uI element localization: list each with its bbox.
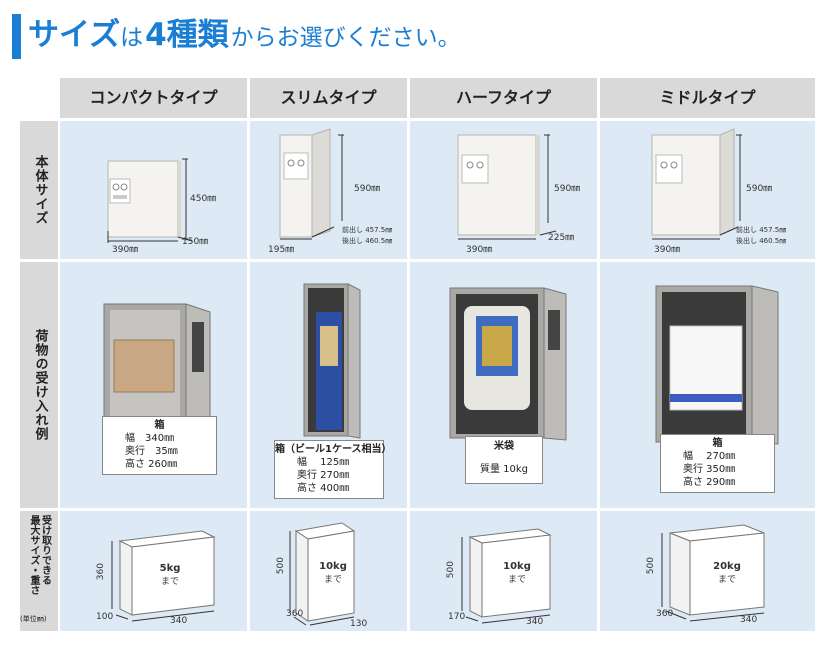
slim-example-line-2: 奥行 270㎜ — [297, 470, 350, 481]
title-part-choose: からお選びください。 — [230, 25, 461, 51]
half-max-w: 340 — [526, 617, 544, 627]
half-height-label: 590㎜ — [554, 184, 581, 194]
cell-body-middle: 590㎜ 390㎜ 前出し 457.5㎜ 後出し 460.5㎜ — [600, 121, 815, 259]
compact-example-line-1: 幅 340㎜ — [125, 433, 175, 444]
slim-example-box: 箱（ビール1ケース相当） 幅 125㎜ 奥行 270㎜ 高さ 400㎜ — [274, 440, 392, 499]
compact-body-illustration — [107, 158, 193, 243]
middle-height-label: 590㎜ — [746, 184, 773, 194]
middle-max-w: 340 — [740, 615, 758, 625]
compact-width-label: 390㎜ — [112, 245, 139, 255]
slim-open-box-illustration — [303, 283, 361, 439]
cell-example-middle: 箱 幅 270㎜ 奥行 350㎜ 高さ 290㎜ — [600, 262, 815, 508]
half-max-weight: 10kg — [503, 561, 531, 572]
cell-max-middle: 500 360 340 20kg まで — [600, 511, 815, 631]
compact-max-weight-suffix: まで — [160, 577, 179, 587]
middle-depth-front: 前出し 457.5㎜ — [736, 226, 787, 234]
slim-width-label: 195㎜ — [268, 245, 295, 255]
slim-body-illustration — [279, 128, 344, 240]
middle-open-box-illustration — [655, 285, 779, 445]
compact-height-label: 450㎜ — [190, 194, 217, 204]
row-head-max-text: 受け取りできる 最大サイズ・重さ — [28, 515, 51, 595]
middle-max-box-illustration — [661, 524, 765, 622]
row-head-max-line1: 受け取りできる — [39, 515, 51, 585]
row-head-body-size-text: 本体サイズ — [32, 155, 48, 225]
title-part-four-types: 4種類 — [145, 17, 229, 53]
middle-example-box: 箱 幅 270㎜ 奥行 350㎜ 高さ 290㎜ — [660, 434, 775, 493]
slim-example-line-3: 高さ 400㎜ — [297, 483, 350, 494]
half-example-box: 米袋 質量 10kg — [465, 436, 543, 484]
compact-example-line-2: 奥行 35㎜ — [125, 446, 178, 457]
row-head-examples-text: 荷物の受け入れ例 — [32, 329, 48, 441]
cell-body-half: 590㎜ 390㎜ 225㎜ — [410, 121, 597, 259]
compact-example-title: 箱 — [154, 420, 165, 431]
title-part-ha: は — [120, 25, 144, 51]
slim-max-h: 500 — [276, 557, 286, 575]
half-example-line-1: 質量 10kg — [479, 464, 529, 475]
slim-max-weight-suffix: まで — [323, 575, 342, 585]
middle-width-label: 390㎜ — [654, 245, 681, 255]
col-head-compact: コンパクトタイプ — [60, 78, 247, 118]
title-accent-bar — [12, 14, 21, 59]
compact-example-line-3: 高さ 260㎜ — [125, 459, 178, 470]
half-body-illustration — [457, 134, 557, 240]
half-example-title: 米袋 — [494, 441, 514, 452]
slim-example-title: 箱（ビール1ケース相当） — [275, 444, 392, 455]
row-head-max-line2: 最大サイズ・重さ — [28, 515, 39, 595]
cell-example-half: 米袋 質量 10kg — [410, 262, 597, 508]
slim-example-line-1: 幅 125㎜ — [297, 457, 350, 468]
page-title: サイズは4種類からお選びください。 — [28, 10, 461, 60]
cell-example-compact: 箱 幅 340㎜ 奥行 35㎜ 高さ 260㎜ — [60, 262, 247, 508]
col-head-middle: ミドルタイプ — [600, 78, 815, 118]
half-max-h: 500 — [446, 561, 456, 579]
middle-example-line-1: 幅 270㎜ — [683, 451, 736, 462]
slim-depth-front: 前出し 457.5㎜ — [342, 226, 393, 234]
middle-max-h: 500 — [646, 557, 656, 575]
compact-max-d: 100 — [96, 612, 114, 622]
middle-example-title: 箱 — [712, 438, 723, 449]
cell-example-slim: 箱（ビール1ケース相当） 幅 125㎜ 奥行 270㎜ 高さ 400㎜ — [250, 262, 407, 508]
row-head-max: 受け取りできる 最大サイズ・重さ — [20, 511, 58, 631]
middle-max-weight-suffix: まで — [717, 575, 736, 585]
cell-body-slim: 590㎜ 195㎜ 前出し 457.5㎜ 後出し 460.5㎜ — [250, 121, 407, 259]
half-width-label: 390㎜ — [466, 245, 493, 255]
col-head-slim: スリムタイプ — [250, 78, 407, 118]
half-depth-label: 225㎜ — [548, 233, 575, 243]
slim-depth-back: 後出し 460.5㎜ — [342, 237, 393, 245]
half-max-weight-suffix: まで — [507, 575, 526, 585]
row-head-body-size: 本体サイズ — [20, 121, 58, 259]
unit-note: (単位㎜) — [20, 615, 47, 623]
compact-max-h: 360 — [96, 563, 106, 581]
middle-example-line-3: 高さ 290㎜ — [683, 477, 736, 488]
slim-height-label: 590㎜ — [354, 184, 381, 194]
col-head-half: ハーフタイプ — [410, 78, 597, 118]
slim-max-box-illustration — [289, 522, 356, 626]
middle-max-d: 360 — [656, 609, 674, 619]
middle-depth-back: 後出し 460.5㎜ — [736, 237, 787, 245]
compact-depth-label: 150㎜ — [182, 237, 209, 247]
cell-max-compact: 360 100 340 5kg まで — [60, 511, 247, 631]
compact-max-weight: 5kg — [159, 563, 181, 574]
compact-open-box-illustration — [103, 303, 211, 427]
slim-max-w: 130 — [350, 619, 368, 629]
cell-body-compact: 450㎜ 390㎜ 150㎜ — [60, 121, 247, 259]
cell-max-slim: 500 360 130 10kg まで — [250, 511, 407, 631]
compact-max-w: 340 — [170, 616, 188, 626]
half-max-d: 170 — [448, 612, 466, 622]
compact-example-box: 箱 幅 340㎜ 奥行 35㎜ 高さ 260㎜ — [102, 416, 217, 475]
row-head-examples: 荷物の受け入れ例 — [20, 262, 58, 508]
cell-max-half: 500 170 340 10kg まで — [410, 511, 597, 631]
title-part-size: サイズ — [28, 17, 121, 53]
half-open-box-illustration — [449, 287, 567, 441]
middle-example-line-2: 奥行 350㎜ — [683, 464, 736, 475]
slim-max-d: 360 — [286, 609, 304, 619]
compact-max-box-illustration — [111, 530, 216, 622]
half-max-box-illustration — [461, 528, 552, 624]
slim-max-weight: 10kg — [319, 561, 347, 572]
middle-max-weight: 20kg — [713, 561, 741, 572]
middle-body-illustration — [651, 128, 742, 240]
